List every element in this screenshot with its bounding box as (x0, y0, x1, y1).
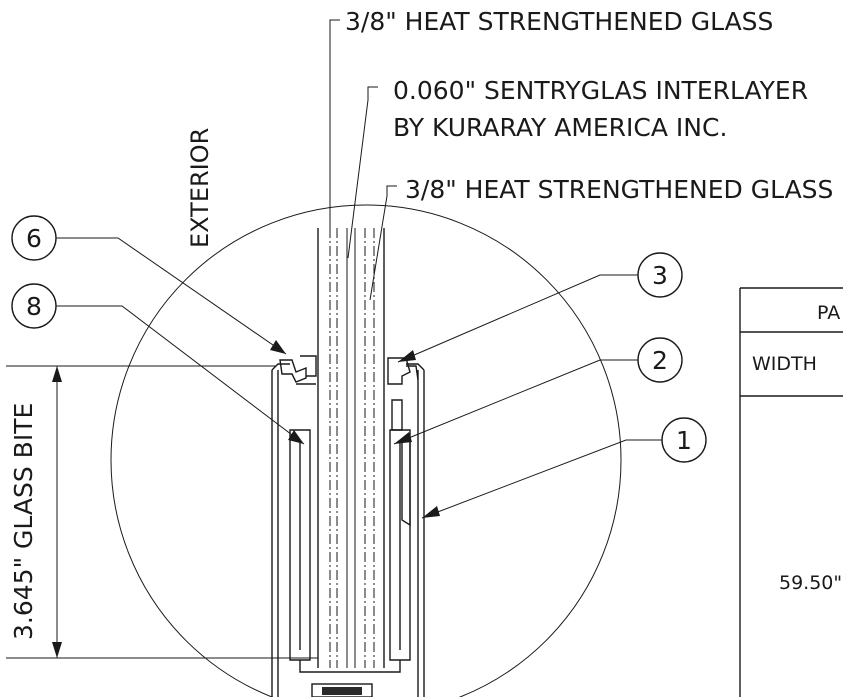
svg-text:3: 3 (652, 261, 668, 290)
svg-text:1: 1 (676, 426, 692, 455)
table-value: 59.50" (779, 572, 842, 594)
base-shoe-channel (271, 363, 425, 697)
glass-bite-dimension (6, 365, 318, 659)
table-row-width: WIDTH (752, 353, 817, 375)
top-clip-right (387, 357, 419, 385)
glass-bite-label: 3.645" GLASS BITE (9, 403, 38, 640)
callout-glass-top: 3/8" HEAT STRENGTHENED GLASS (345, 7, 773, 36)
balloon-2: 2 (393, 337, 683, 445)
svg-text:8: 8 (26, 292, 42, 321)
callout-leaders (329, 19, 397, 301)
balloon-3: 3 (397, 252, 683, 363)
wedge-gaskets (289, 399, 411, 661)
svg-text:6: 6 (26, 224, 42, 253)
table-header: PA (817, 302, 840, 324)
callout-interlayer-line1: 0.060" SENTRYGLAS INTERLAYER (393, 76, 808, 105)
exterior-label: EXTERIOR (186, 128, 214, 248)
svg-text:2: 2 (652, 346, 668, 375)
balloon-1: 1 (421, 417, 707, 519)
laminated-glass-panel (317, 228, 385, 668)
balloon-6: 6 (11, 215, 287, 355)
balloon-8: 8 (11, 283, 305, 445)
detail-circle (110, 204, 622, 697)
callout-interlayer-line2: BY KURARAY AMERICA INC. (393, 113, 727, 142)
top-clip-left (279, 355, 317, 385)
setting-block (299, 660, 401, 697)
parts-table (739, 287, 843, 697)
callout-glass-bottom: 3/8" HEAT STRENGTHENED GLASS (405, 175, 833, 204)
